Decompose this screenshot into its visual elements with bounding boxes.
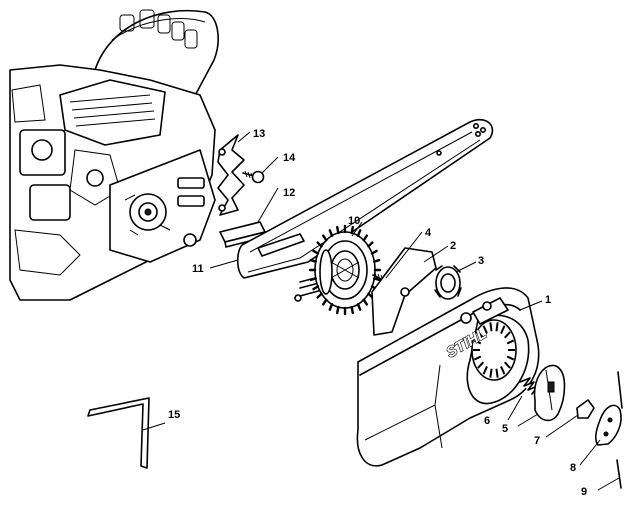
cover-vents — [473, 322, 515, 378]
callout-15: 15 — [168, 409, 180, 421]
callout-labels: 1 2 3 4 5 6 7 8 9 10 11 12 13 14 15 — [168, 128, 587, 498]
sprocket-assembly — [294, 224, 382, 316]
callout-1: 1 — [545, 294, 551, 306]
lever-8 — [595, 371, 623, 446]
leader-lines — [142, 131, 620, 491]
callout-2: 2 — [450, 240, 456, 252]
callout-8: 8 — [570, 462, 576, 474]
callout-7: 7 — [534, 435, 540, 447]
callout-9: 9 — [581, 486, 587, 498]
adjuster-housing — [533, 364, 566, 422]
callout-3: 3 — [478, 255, 484, 267]
callout-6: 6 — [484, 415, 490, 427]
callout-14: 14 — [283, 152, 296, 164]
callout-4: 4 — [425, 227, 432, 239]
adjuster-knob — [576, 399, 595, 419]
powerhead-assembly — [9, 9, 219, 301]
screw-14 — [242, 170, 265, 184]
sprocket-cover: STIHL — [356, 287, 540, 467]
callout-10: 10 — [348, 215, 360, 227]
deflector-plate — [371, 247, 437, 336]
guide-bar — [236, 118, 494, 279]
tensioner-nut — [434, 265, 462, 300]
callout-11: 11 — [192, 263, 204, 275]
callout-12: 12 — [283, 187, 295, 199]
callout-13: 13 — [253, 128, 265, 140]
hex-wrench — [87, 397, 150, 469]
pin-9 — [616, 459, 622, 489]
callout-5: 5 — [502, 423, 508, 435]
chain-catcher-bracket — [217, 134, 245, 216]
